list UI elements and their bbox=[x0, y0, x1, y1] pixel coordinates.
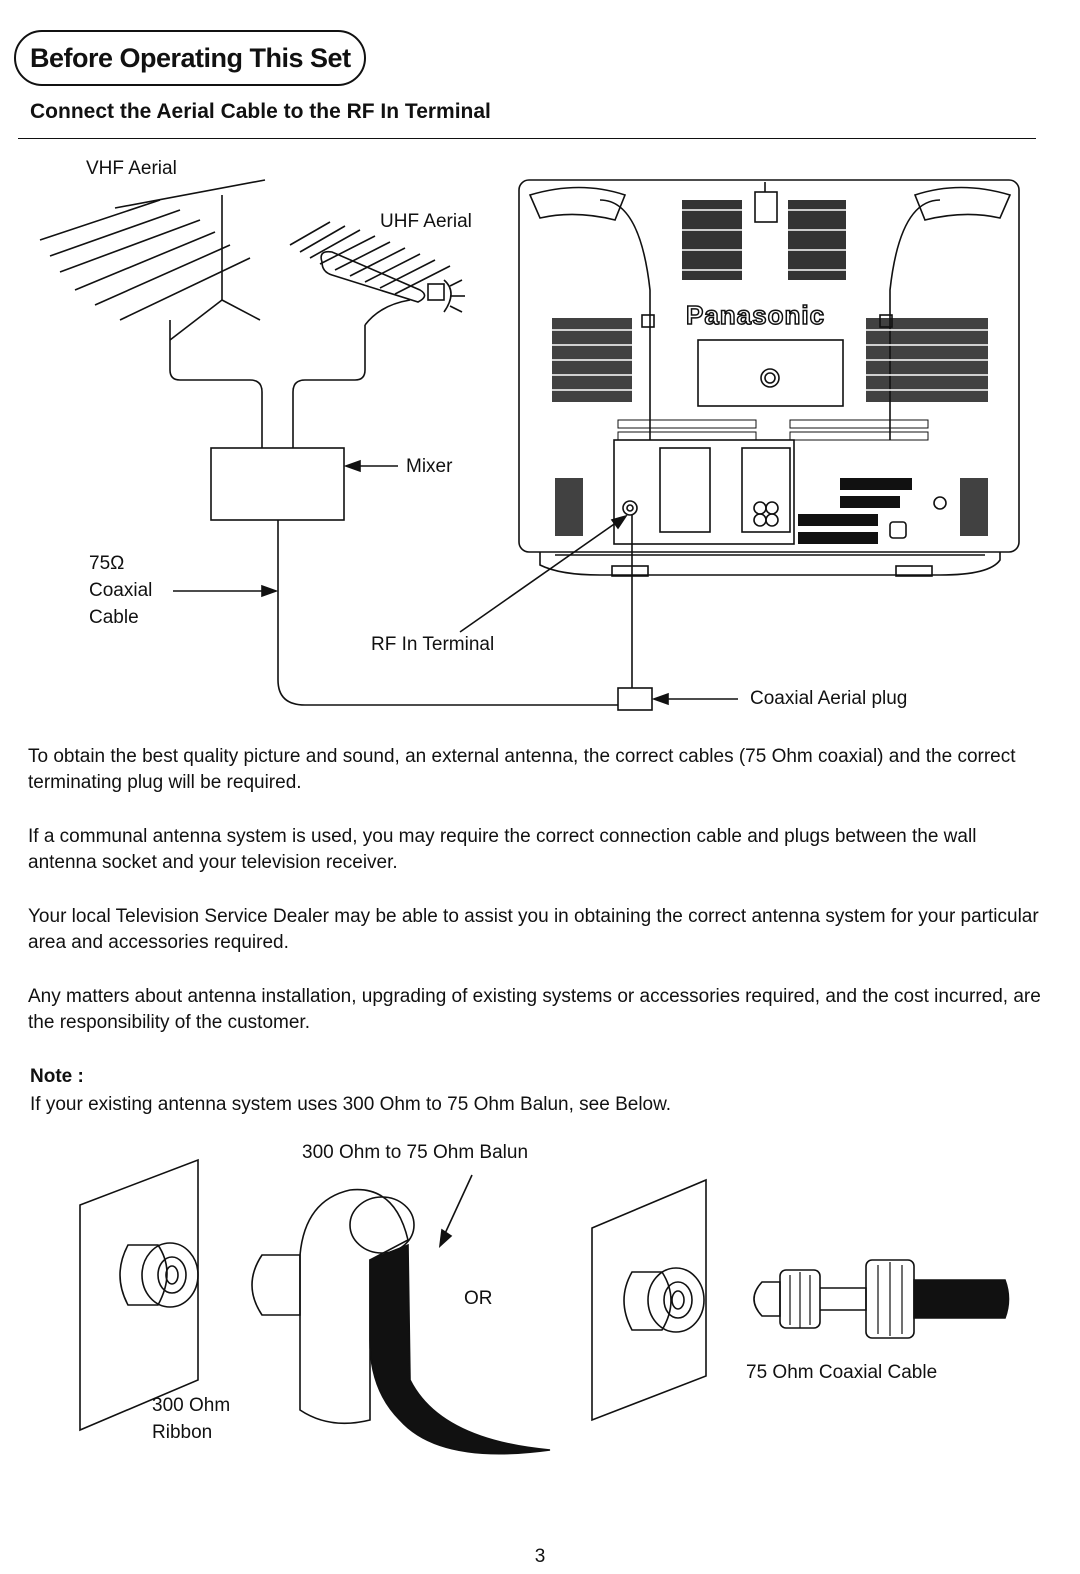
coax-label-line3: Cable bbox=[89, 607, 139, 628]
wall-plate-right bbox=[591, 1178, 707, 1422]
tv-terminal-ticks bbox=[798, 478, 912, 544]
tv-brand-logo: Panasonic bbox=[685, 300, 826, 330]
uhf-aerial-drawing bbox=[289, 221, 465, 326]
or-label: OR bbox=[464, 1288, 493, 1309]
tv-connector-rows bbox=[617, 419, 929, 441]
paragraph-4: Any matters about antenna installation, … bbox=[28, 986, 1041, 1033]
uhf-aerial-label: UHF Aerial bbox=[380, 211, 472, 232]
tv-rear-drawing bbox=[518, 179, 1020, 577]
vhf-aerial-drawing bbox=[39, 179, 266, 341]
coax-label-line2: Coaxial bbox=[89, 580, 153, 601]
heading-rule bbox=[18, 138, 1036, 139]
ribbon-label-line1: 300 Ohm bbox=[152, 1395, 231, 1416]
note-text: If your existing antenna system uses 300… bbox=[30, 1094, 672, 1115]
paragraph-2: If a communal antenna system is used, yo… bbox=[28, 826, 977, 873]
wall-plate-left bbox=[79, 1158, 199, 1432]
subsection-heading: Connect the Aerial Cable to the RF In Te… bbox=[30, 100, 491, 123]
section-title: Before Operating This Set bbox=[14, 30, 366, 86]
coax-impedance-label: 75Ω bbox=[89, 553, 125, 574]
feed-lines bbox=[169, 320, 366, 448]
vhf-aerial-label: VHF Aerial bbox=[86, 158, 177, 179]
rf-in-terminal-label: RF In Terminal bbox=[371, 634, 495, 655]
coaxial-aerial-plug-label: Coaxial Aerial plug bbox=[750, 688, 908, 709]
page-number: 3 bbox=[534, 1546, 546, 1567]
ribbon-label-line2: Ribbon bbox=[152, 1422, 213, 1443]
coaxial-plug bbox=[617, 687, 653, 711]
paragraph-1: To obtain the best quality picture and s… bbox=[28, 746, 1016, 793]
section-title-text: Before Operating This Set bbox=[30, 42, 351, 73]
coax-cable-label: 75 Ohm Coaxial Cable bbox=[746, 1362, 938, 1383]
tv-vents bbox=[552, 200, 988, 536]
balun-diagram bbox=[79, 1158, 1010, 1455]
note-heading: Note : bbox=[30, 1066, 84, 1087]
balun-label: 300 Ohm to 75 Ohm Balun bbox=[302, 1142, 529, 1163]
mixer-label: Mixer bbox=[406, 456, 453, 477]
mixer-box bbox=[210, 447, 345, 521]
paragraph-3: Your local Television Service Dealer may… bbox=[28, 906, 1039, 953]
